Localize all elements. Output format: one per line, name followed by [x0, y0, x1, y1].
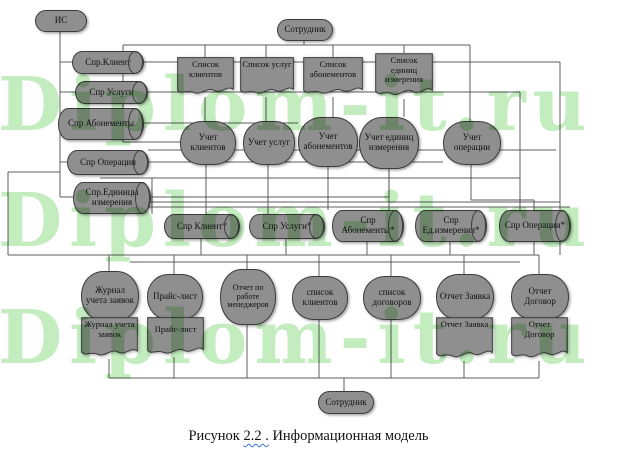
figure-caption-title: Информационная модель: [272, 428, 429, 444]
node-employee-top: Сотрудник: [277, 19, 333, 41]
node-out-spisok-dogovorov: список договоров: [363, 276, 421, 320]
doc-otchet-dogovor: Отчет Договор: [511, 317, 568, 361]
node-out-prais: Прайс-лист: [147, 274, 203, 320]
node-system-label: ИС: [54, 15, 68, 26]
doc-spisok-klientov: Список клиентов: [177, 57, 234, 97]
doc-zhurnal-zayavok-label: Журнал учета заявок: [84, 319, 135, 339]
node-ref-uslugi: Спр Услуги: [75, 81, 148, 104]
node-ref-abonementy-label: Спр Абонементы: [68, 118, 134, 129]
node-ref-edinicy: Спр.Единицы измерения: [73, 182, 151, 214]
node-ref-uslugi-label: Спр Услуги: [89, 86, 134, 97]
node-out-rabota-menedzherov-label: Отчет по работе менеджеров: [227, 283, 269, 310]
doc-otchet-dogovor-label: Отчет Договор: [524, 319, 555, 339]
figure-caption-word: Рисунок: [188, 428, 240, 444]
doc-otchet-zayavka-label: Отчет Заявка: [440, 319, 489, 329]
figure-caption-number: 2.2 .: [243, 428, 269, 444]
node-refupd-uslugi-label: Спр Услуги*: [262, 220, 312, 231]
node-refupd-operacii-label: Спр Операции*: [504, 220, 566, 231]
node-ref-klient: Спр.Клиент: [72, 51, 144, 74]
node-out-otchet-zayavka: Отчет Заявка: [436, 274, 494, 320]
node-refupd-klient: Спр Клиент*: [164, 214, 240, 239]
node-out-prais-label: Прайс-лист: [152, 291, 198, 302]
node-uchet-uslug-label: Учет услуг: [247, 137, 291, 148]
node-out-spisok-klientov: список клиентов: [292, 276, 348, 320]
node-uchet-abonementov-label: Учет абонементов: [303, 131, 353, 151]
node-refupd-uslugi: Спр Услуги*: [249, 214, 325, 239]
node-uchet-klientov-label: Учет клиентов: [190, 132, 226, 152]
node-out-rabota-menedzherov: Отчет по работе менеджеров: [220, 269, 276, 325]
doc-otchet-zayavka: Отчет Заявка: [436, 317, 493, 361]
doc-spisok-abonementov: Список абонементов: [303, 57, 363, 97]
doc-spisok-uslug: Список услуг: [240, 57, 294, 97]
node-uchet-abonementov: Учет абонементов: [298, 117, 358, 167]
node-ref-abonementy: Спр Абонементы: [58, 108, 144, 140]
node-employee-bottom: Сотрудник: [318, 391, 374, 414]
node-uchet-operacii-label: Учет операции: [453, 132, 491, 152]
node-uchet-edinic: Учет единиц измерения: [359, 117, 419, 169]
node-uchet-uslug: Учет услуг: [243, 121, 295, 165]
node-refupd-edinicy-label: Спр Ед.измерения*: [422, 215, 480, 235]
doc-spisok-edinic-label: Список единиц измерения: [385, 55, 423, 85]
figure-caption: Рисунок 2.2 . Информационная модель: [0, 428, 617, 445]
doc-spisok-abonementov-label: Список абонементов: [309, 59, 357, 79]
node-uchet-edinic-label: Учет единиц измерения: [364, 132, 414, 152]
node-employee-top-label: Сотрудник: [284, 24, 326, 35]
node-uchet-klientov: Учет клиентов: [180, 121, 236, 165]
node-out-spisok-dogovorov-label: список договоров: [372, 287, 412, 307]
node-refupd-abonementy: Спр Абонементы*: [332, 210, 404, 242]
node-out-otchet-dogovor: Отчет Договор: [511, 274, 569, 320]
node-ref-operacii: Спр Операции: [67, 150, 149, 175]
node-ref-edinicy-label: Спр.Единицы измерения: [85, 187, 139, 207]
doc-spisok-klientov-label: Список клиентов: [188, 59, 223, 79]
doc-zhurnal-zayavok: Журнал учета заявок: [81, 317, 138, 359]
node-refupd-abonementy-label: Спр Абонементы*: [341, 215, 395, 235]
node-refupd-edinicy: Спр Ед.измерения*: [415, 210, 487, 242]
doc-spisok-uslug-label: Список услуг: [242, 59, 292, 69]
node-ref-operacii-label: Спр Операции: [80, 156, 136, 167]
doc-prais-list-label: Прайс-лист: [154, 324, 197, 334]
node-out-otchet-dogovor-label: Отчет Договор: [524, 286, 556, 306]
node-out-zhurnal: Журнал учета заявок: [81, 271, 139, 321]
node-system: ИС: [35, 10, 87, 32]
node-out-zhurnal-label: Журнал учета заявок: [85, 285, 135, 305]
node-ref-klient-label: Спр.Клиент: [85, 56, 131, 67]
doc-prais-list: Прайс-лист: [147, 317, 204, 357]
node-employee-bottom-label: Сотрудник: [325, 396, 367, 407]
node-out-spisok-klientov-label: список клиентов: [302, 287, 338, 307]
node-refupd-klient-label: Спр Клиент*: [176, 220, 228, 231]
node-refupd-operacii: Спр Операции*: [499, 210, 571, 242]
doc-spisok-edinic: Список единиц измерения: [375, 53, 433, 99]
node-out-otchet-zayavka-label: Отчет Заявка: [439, 291, 491, 302]
node-uchet-operacii: Учет операции: [443, 121, 501, 165]
